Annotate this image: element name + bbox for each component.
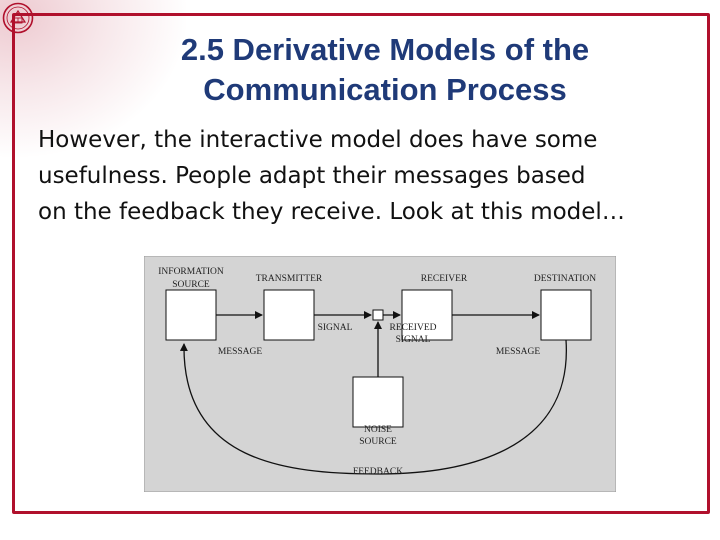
- message-left-label: MESSAGE: [218, 347, 263, 357]
- information-source-label-1: INFORMATION: [158, 267, 224, 277]
- title-line-2: Communication Process: [203, 72, 567, 107]
- corner-glow-decoration: [0, 0, 190, 160]
- transmitter-label: TRANSMITTER: [256, 274, 323, 284]
- received-signal-label-1: RECEIVED: [390, 323, 437, 333]
- receiver-box: [401, 289, 453, 341]
- destination-label: DESTINATION: [534, 274, 596, 284]
- title-line-1: 2.5 Derivative Models of the: [180, 32, 590, 67]
- slide-body: However, the interactive model does have…: [38, 122, 708, 230]
- destination-box: [540, 289, 592, 341]
- information-source-label-2: SOURCE: [172, 280, 210, 290]
- noise-source-label-2: SOURCE: [359, 437, 397, 447]
- slide-title: 2.5 Derivative Models of the Communicati…: [100, 30, 670, 110]
- message-right-label: MESSAGE: [496, 347, 541, 357]
- communication-model-diagram: INFORMATION SOURCE TRANSMITTER RECEIVER …: [144, 256, 616, 492]
- body-line-3: on the feedback they receive. Look at th…: [38, 199, 625, 225]
- feedback-loop-arrow: [179, 339, 567, 475]
- receiver-label: RECEIVER: [421, 274, 468, 284]
- university-seal-icon: [2, 2, 34, 34]
- feedback-label: FEEDBACK: [353, 467, 403, 477]
- body-line-2: usefulness. People adapt their messages …: [38, 163, 586, 189]
- signal-junction-box: [372, 309, 384, 321]
- received-signal-label-2: SIGNAL: [396, 335, 431, 345]
- noise-source-label-1: NOISE: [364, 425, 392, 435]
- information-source-box: [165, 289, 217, 341]
- noise-source-box: [352, 376, 404, 428]
- diagram-background: [144, 256, 616, 492]
- transmitter-box: [263, 289, 315, 341]
- body-line-1: However, the interactive model does have…: [38, 127, 598, 153]
- signal-label: SIGNAL: [318, 323, 353, 333]
- slide-frame: [12, 13, 710, 514]
